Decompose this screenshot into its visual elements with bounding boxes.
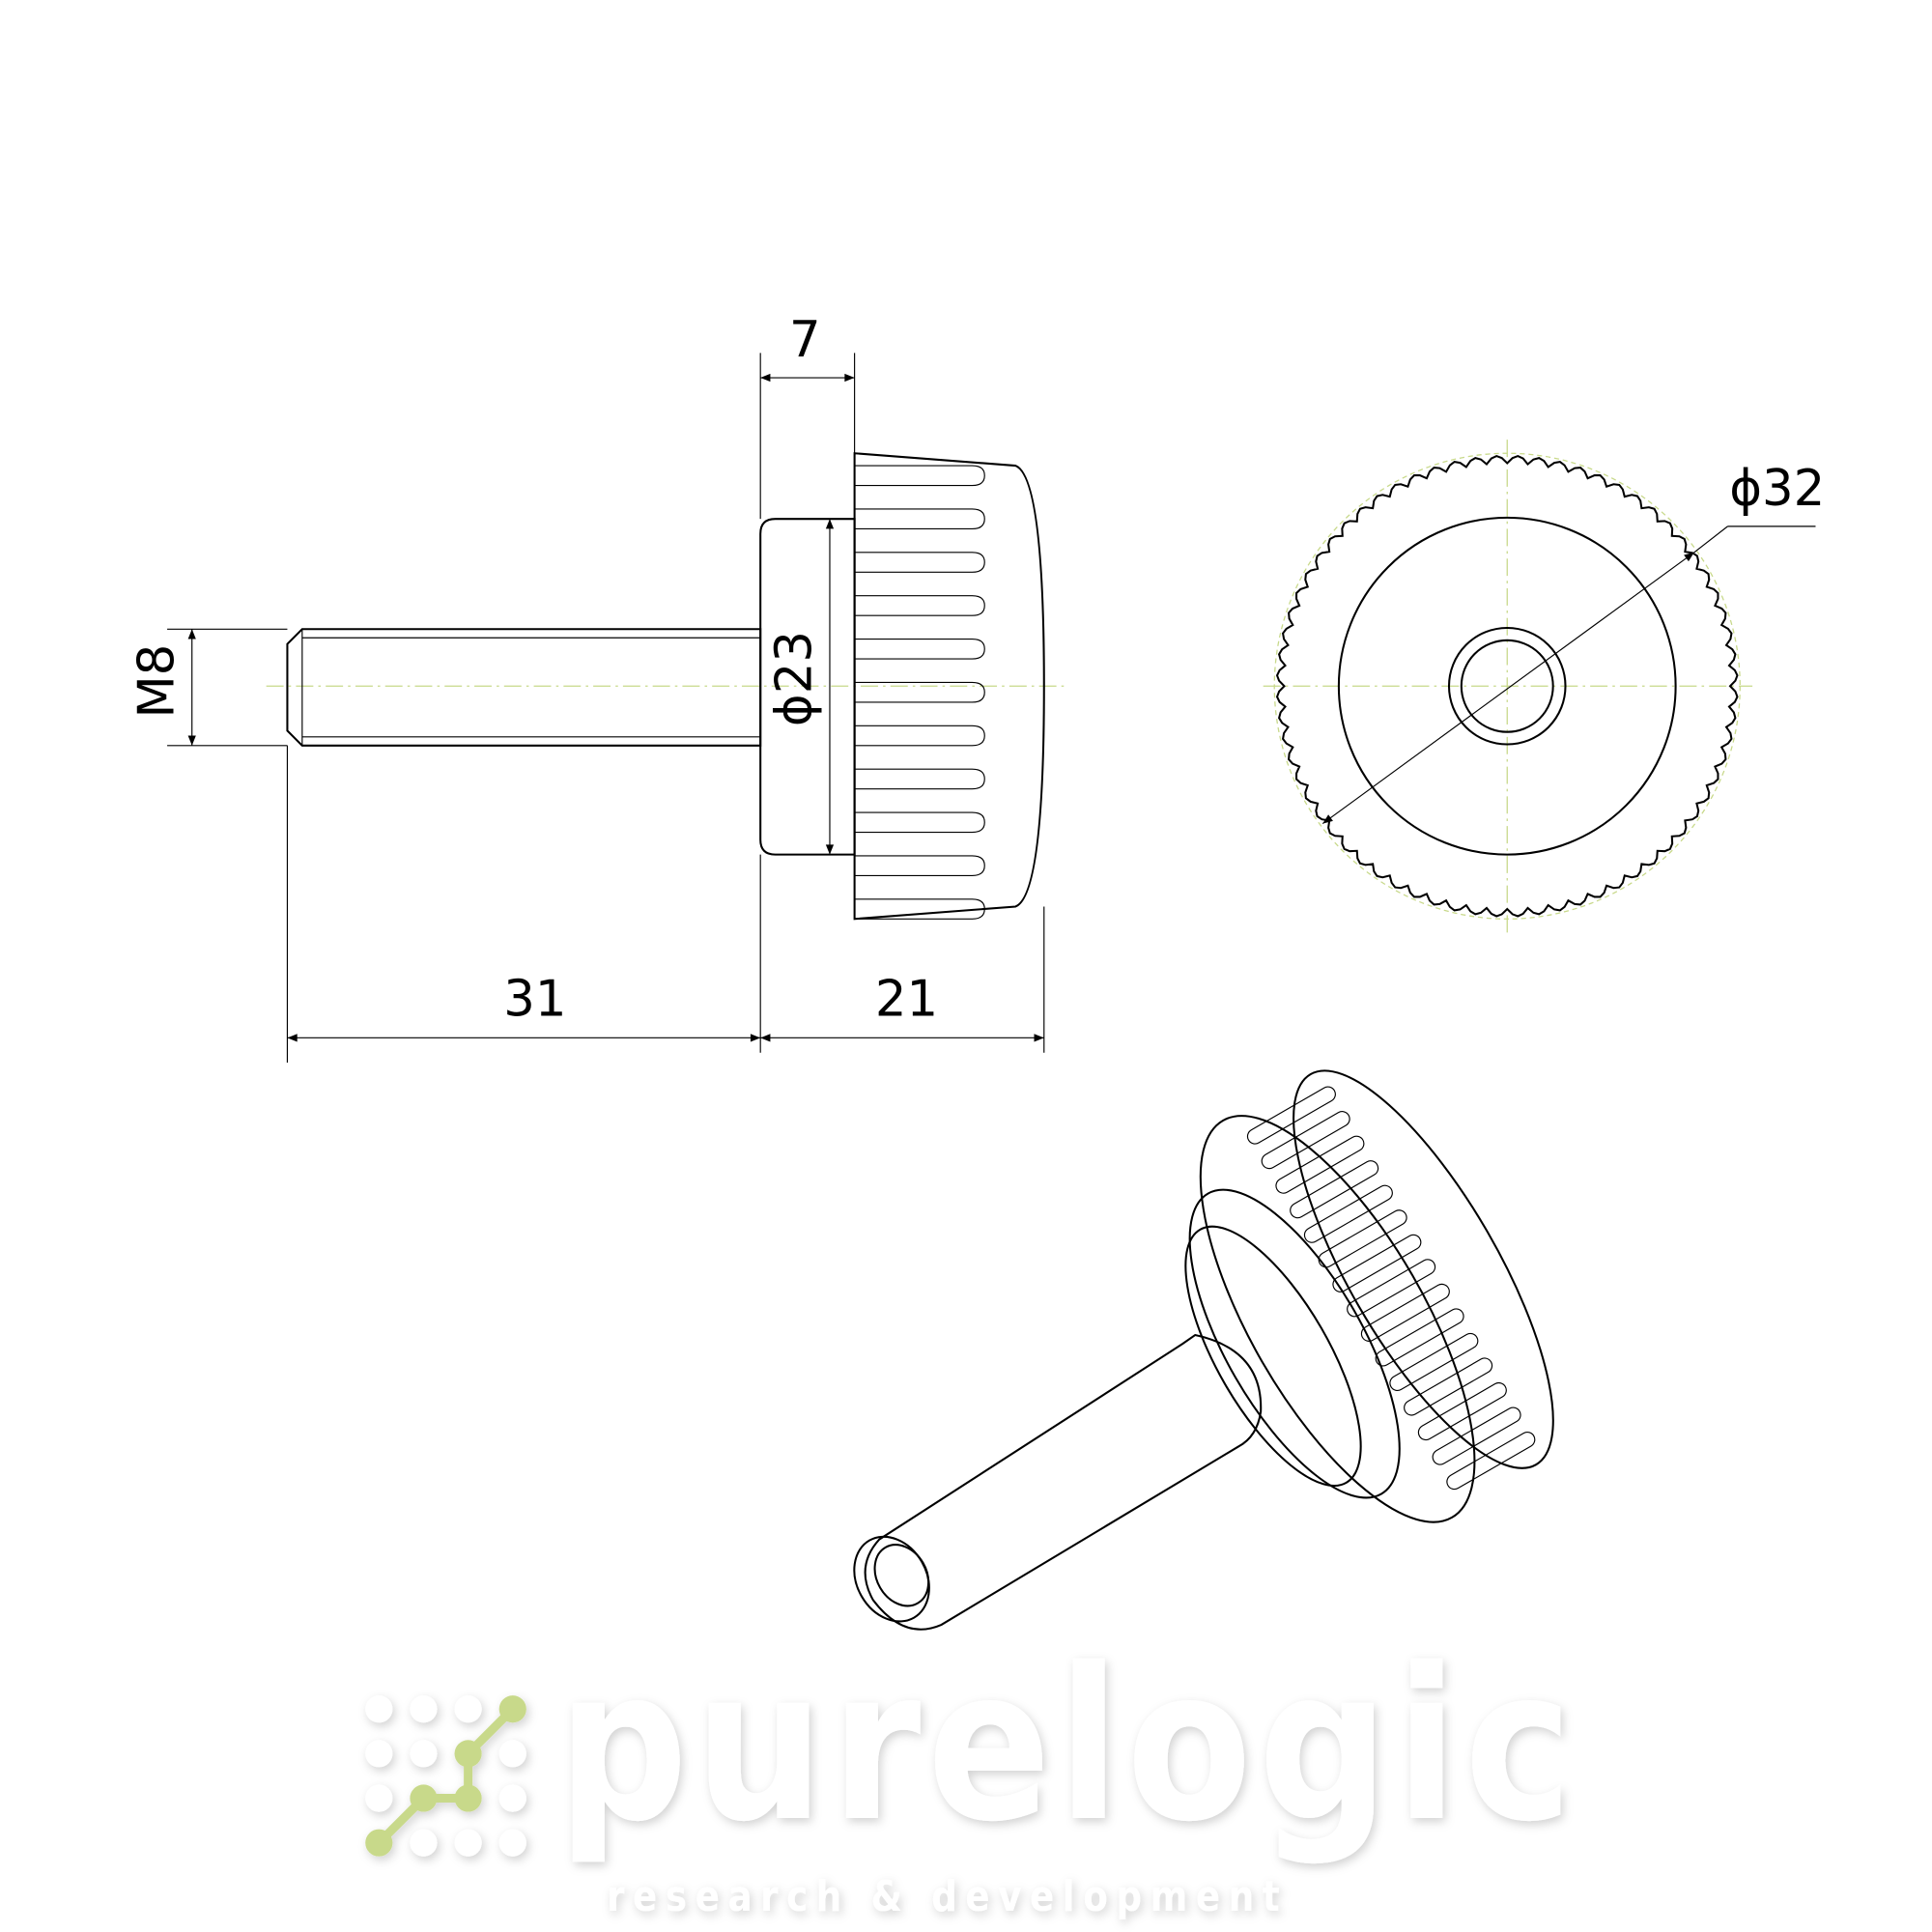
knurled-head [853, 452, 1045, 921]
logo-dot [410, 1829, 438, 1857]
logo-dot [410, 1740, 438, 1768]
logo-dot [498, 1829, 526, 1857]
dim-knob-diameter: ϕ32 [1729, 460, 1825, 518]
iso-rib [1275, 1135, 1365, 1194]
iso-rib [1417, 1381, 1507, 1441]
logo-dot [365, 1740, 393, 1768]
knurl-rib [854, 898, 985, 920]
logo-dot [365, 1695, 393, 1723]
knurl-rib [854, 724, 985, 747]
knurl-rib [854, 595, 985, 616]
knurl-rib [854, 811, 985, 834]
logo-dot [454, 1695, 482, 1723]
logo-dot [365, 1784, 393, 1812]
logo-wordmark: purelogic [557, 1624, 1579, 1868]
knurl-rib [854, 508, 985, 530]
dimension-lines: 7 ϕ23 M8 31 21 [128, 311, 1045, 1063]
iso-rib [1246, 1086, 1336, 1145]
knurl-rib [854, 552, 985, 573]
iso-collar [1188, 1188, 1401, 1499]
logo-dot [498, 1784, 526, 1812]
logo-dot [498, 1740, 526, 1768]
dim-collar-diameter: ϕ23 [766, 631, 824, 726]
iso-knurled-head [1199, 1115, 1476, 1523]
iso-rib [1347, 1259, 1436, 1318]
logo-dot [410, 1695, 438, 1723]
knurled-outline [1275, 454, 1739, 918]
knurl-rib [854, 681, 985, 703]
dim-shaft-length: 31 [503, 970, 566, 1028]
logo-green-path [376, 1706, 516, 1846]
knurl-rib [854, 768, 985, 790]
front-view: ϕ32 [1263, 440, 1825, 935]
iso-rib [1446, 1432, 1536, 1491]
iso-rib [1432, 1406, 1521, 1465]
iso-rib [1389, 1332, 1479, 1392]
iso-rib [1404, 1357, 1493, 1416]
dim-head-width: 7 [789, 311, 821, 369]
dim-head-length: 21 [875, 970, 938, 1028]
iso-rib [1332, 1234, 1422, 1293]
collar [759, 518, 856, 856]
logo-tagline: research & development [607, 1873, 1288, 1921]
logo-dot [454, 1829, 482, 1857]
iso-rib [1261, 1111, 1350, 1170]
knurl-rib [854, 465, 985, 487]
knurl-ribs [854, 465, 985, 920]
iso-shaft [864, 1333, 1263, 1631]
dim-thread: M8 [128, 644, 185, 719]
iso-rib [1303, 1184, 1393, 1243]
iso-rib [1290, 1160, 1379, 1219]
iso-rib [1360, 1283, 1450, 1342]
knurl-rib [854, 638, 985, 660]
side-view [266, 452, 1065, 921]
knurl-rib [854, 855, 985, 876]
iso-rib [1375, 1308, 1464, 1367]
iso-rib [1318, 1209, 1407, 1268]
threaded-shaft [286, 628, 762, 747]
isometric-view [853, 1069, 1554, 1631]
purelogic-logo: purelogic research & development [365, 1624, 1579, 1921]
